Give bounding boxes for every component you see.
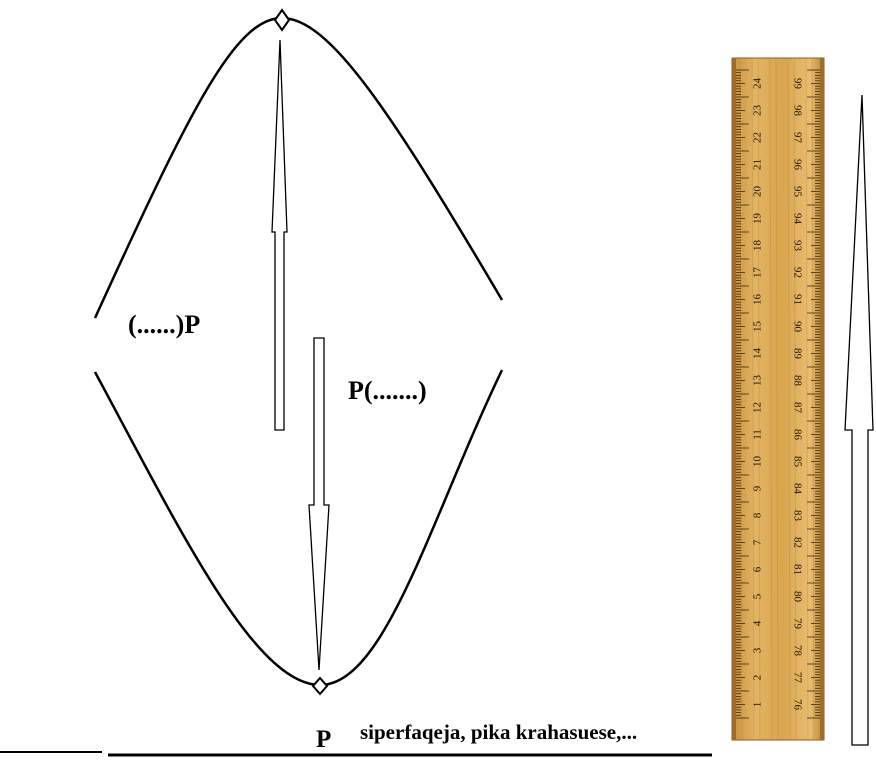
ruler-inverse-number: 89 [791,348,803,360]
ruler-grain-line [757,59,761,739]
ruler-cm-number: 12 [752,402,764,413]
ruler-grain-line [793,59,797,739]
ruler-cm-number: 11 [752,429,764,440]
ruler-inverse-number: 87 [791,402,803,414]
ruler-cm-number: 16 [752,294,764,306]
ruler-cm-number: 7 [752,539,764,545]
ruler-inverse-number: 82 [791,537,803,548]
ruler-cm-number: 20 [752,186,764,198]
bottom-diamond-icon [311,676,329,696]
downward-force-arrow [308,337,330,671]
top-diamond-icon [273,8,291,32]
ruler-grain-line [811,59,815,739]
ruler-inverse-number: 94 [791,213,803,225]
ruler-cm-number: 18 [752,240,764,252]
ruler-grain-line [805,59,809,739]
ruler-ticks [736,69,820,719]
ruler-cm-number: 13 [752,375,764,387]
upward-force-arrow [271,39,288,431]
ruler-cm-number: 17 [752,267,764,279]
ruler-cm-number: 22 [752,132,764,143]
ruler-inverse-number: 95 [791,186,803,198]
ruler-inverse-number: 80 [791,591,803,603]
ruler-cm-number: 10 [752,456,764,468]
ruler-inverse-number: 84 [791,483,803,495]
ruler-grain-line [769,59,773,739]
ruler-inverse-number: 79 [791,618,803,630]
ruler-grain-line [787,59,791,739]
ruler-inverse-number: 90 [791,321,803,333]
lower-trajectory-curve [93,369,504,687]
ruler-cm-number: 3 [752,647,764,653]
ruler-inverse-number: 77 [791,672,803,684]
ruler-inverse-number: 78 [791,645,803,657]
ruler-cm-number: 9 [752,485,764,491]
ruler-cm-number: 2 [752,675,764,681]
ruler-cm-number: 1 [752,702,764,708]
ruler-cm-number: 24 [752,78,764,90]
ruler-inverse-number: 76 [791,699,803,711]
ruler-inverse-number: 86 [791,429,803,441]
ruler-inverse-number: 92 [791,267,803,278]
ruler-inverse-number: 93 [791,240,803,252]
upper-trajectory-curve [93,16,504,319]
ruler-inverse-number: 99 [791,78,803,90]
ruler-left-edge [732,58,736,740]
ruler-grain-line [775,59,779,739]
right-tall-arrow [844,94,874,746]
ruler-inverse-number: 97 [791,132,803,144]
ruler-inverse-number: 88 [791,375,803,387]
ruler-inverse-number: 81 [791,564,803,575]
ruler-cm-number: 5 [752,593,764,599]
ruler-right-edge [820,58,824,740]
ruler-cm-number: 14 [752,348,764,360]
right-force-label: P(.......) [348,376,427,405]
ruler-inverse-number: 91 [791,294,803,305]
ruler-inverse-number: 98 [791,105,803,117]
ruler-cm-number: 6 [752,566,764,572]
ruler-cm-number: 19 [752,213,764,225]
surface-label: siperfaqeja, pika krahasuese,... [360,720,638,744]
ruler-body [731,57,825,741]
ruler-numbers: 1 76 2 77 3 78 4 79 5 80 6 81 7 82 8 83 9 84 10 85 11 86 12 87 1… [752,78,804,711]
left-force-label: (......)P [128,310,201,339]
ruler-inverse-number: 83 [791,510,803,522]
ruler-cm-number: 15 [752,321,764,333]
ruler-inverse-number: 85 [791,456,803,468]
ruler-cm-number: 21 [752,159,764,170]
ruler-grain-line [751,59,755,739]
ruler-inverse-number: 96 [791,159,803,171]
ruler-cm-number: 4 [752,620,764,626]
bottom-point-label: P [316,726,332,753]
ruler-cm-number: 8 [752,512,764,518]
ruler-cm-number: 23 [752,105,764,117]
